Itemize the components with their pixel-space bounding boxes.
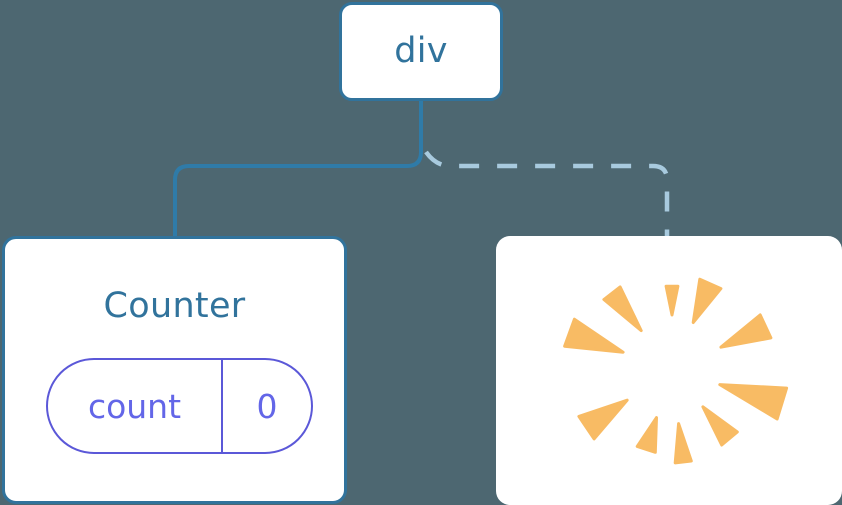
sparkle-ray (577, 398, 629, 441)
sparkle-ray (719, 313, 773, 349)
state-key-cell: count (48, 360, 223, 452)
state-key-label: count (87, 386, 182, 426)
state-value-cell: 0 (223, 360, 311, 452)
edge-root-to-flash (424, 150, 670, 238)
node-div[interactable]: div (339, 2, 503, 101)
sparkle-ray (563, 317, 625, 354)
sparkle-ray (718, 383, 789, 421)
edge-root-to-counter (173, 99, 423, 240)
sparkle-ray (602, 285, 643, 333)
sparkle-ray (673, 422, 693, 465)
state-hook-pill[interactable]: count 0 (46, 358, 313, 454)
node-rerender-flash[interactable] (496, 236, 842, 505)
sparkle-icon (563, 277, 789, 465)
sparkle-ray (664, 284, 680, 317)
node-div-label: div (394, 31, 448, 71)
sparkle-ray (691, 277, 723, 324)
sparkle-ray (635, 416, 658, 454)
node-counter[interactable]: Counter count 0 (2, 236, 347, 504)
node-counter-label: Counter (103, 286, 246, 326)
sparkle-ray (701, 405, 739, 447)
state-value-label: 0 (256, 386, 278, 426)
